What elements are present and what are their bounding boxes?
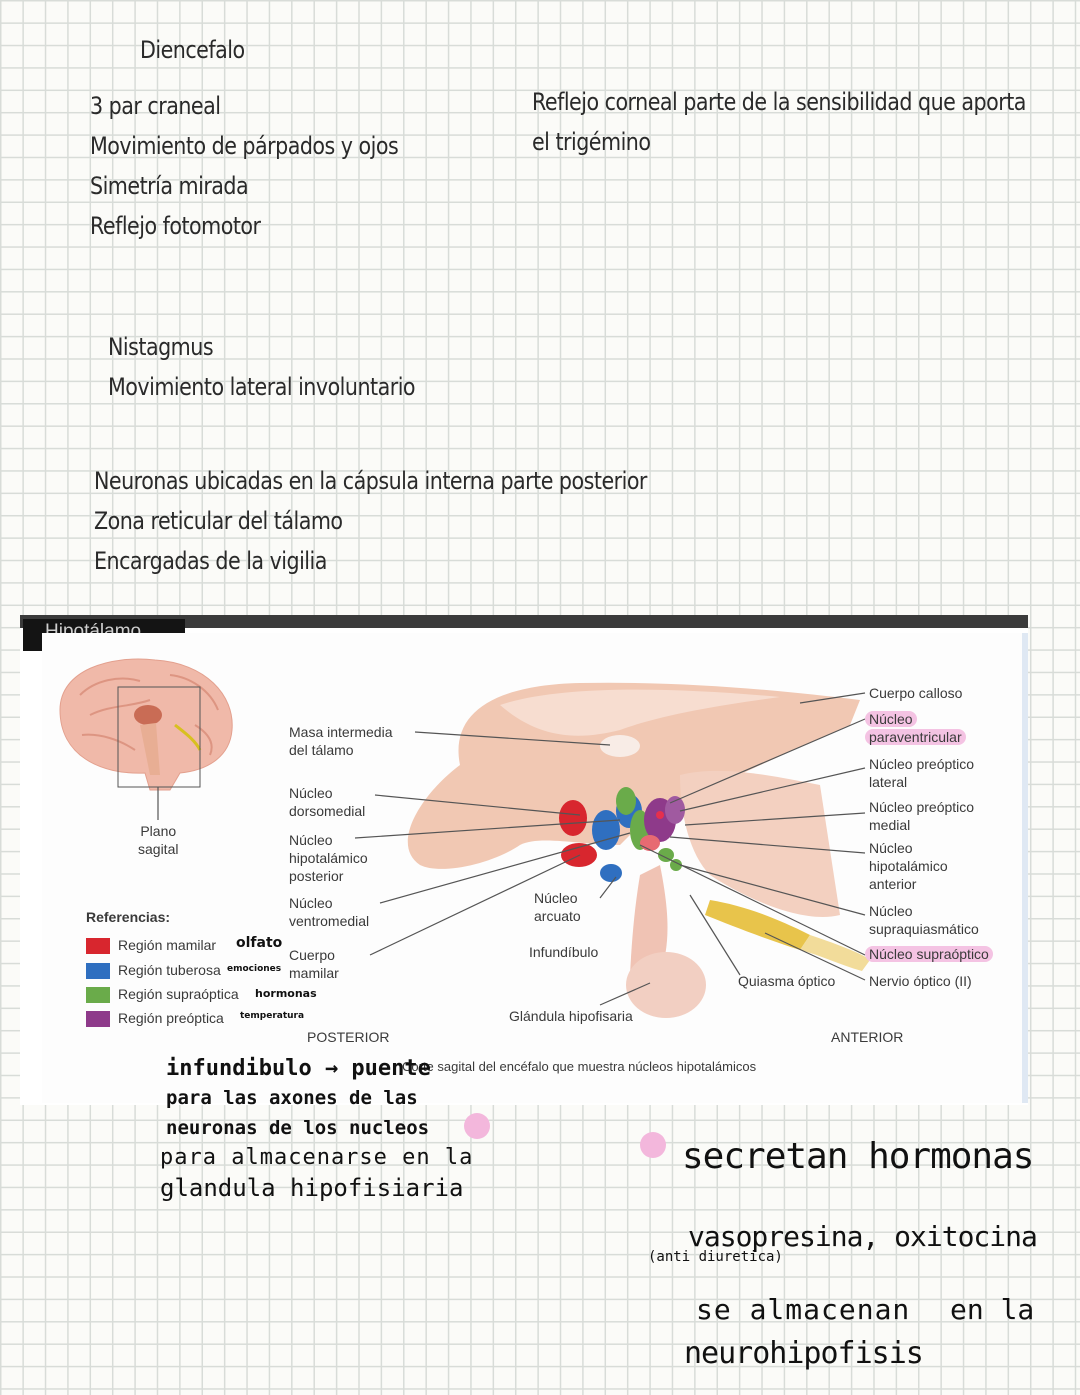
hand-note-antidiuretica: (anti diuretica) [648,1249,783,1265]
legend-title: Referencias: [86,909,171,925]
note-line: Reflejo corneal parte de la sensibilidad… [532,88,1026,116]
legend-note-temperatura: temperatura [240,1011,305,1021]
legend-item-supraoptica: Región supraóptica [86,984,239,1004]
note-line: Reflejo fotomotor [90,212,261,240]
label-nucleo-arcuato: Núcleo arcuato [534,890,581,924]
hand-note-axones: para las axones de las neuronas de los n… [160,1083,473,1203]
main-section [407,682,870,1018]
pink-bullet-right [640,1132,666,1158]
note-line: Nistagmus [108,333,214,361]
note-line: el trigémino [532,128,651,156]
note-line: 3 par craneal [90,92,221,120]
label-glandula: Glándula hipofisaria [509,1008,633,1024]
label-cuerpo-calloso: Cuerpo calloso [869,685,963,701]
hand-line: infundibulo → puente [166,1056,431,1081]
legend-note-emociones: emociones [227,964,282,974]
note-line: Simetría mirada [90,172,249,200]
note-block-neuronas: Neuronas ubicadas en la cápsula interna … [94,461,647,581]
brain-thumbnail [59,658,233,820]
hand-note-infundibulo: infundibulo → puente [166,1053,431,1085]
label-nervio-optico: Nervio óptico (II) [869,973,972,989]
legend-swatch [86,938,110,955]
figure-caption: Corte sagital del encéfalo que muestra n… [402,1059,757,1074]
note-line: Zona reticular del tálamo [94,507,343,535]
label-infundibulo: Infundíbulo [529,944,599,960]
legend-item-mamilar: Región mamilar [86,935,216,955]
note-block-cranial: 3 par craneal Movimiento de párpados y o… [90,86,399,246]
label-supraoptico: Núcleo supraóptico [865,945,993,963]
plano-sagital-label: Plano sagital [138,823,179,857]
pink-bullet-left [464,1113,490,1139]
label-masa-intermedia: Masa intermedia del tálamo [289,724,393,758]
legend-swatch [86,1011,110,1028]
figure-top-bar [20,615,1028,628]
hand-note-almacenan: se almacenan [696,1293,911,1326]
hand-line: para las axones de las [166,1087,418,1109]
note-line: Movimiento de párpados y ojos [90,132,399,160]
hand-line: para almacenarse en la [160,1145,474,1170]
label-supraquiasmatico: Núcleo supraquiasmático [869,903,979,937]
note-line: Encargadas de la vigilia [94,547,327,575]
legend-note-olfato: olfato [236,935,283,951]
label-anterior: ANTERIOR [831,1029,904,1045]
hand-line: glandula hipofisiaria [160,1174,464,1202]
hand-line: neuronas de los nucleos [166,1117,430,1139]
legend-item-preoptica: Región preóptica [86,1008,224,1028]
note-title: Diencefalo [140,36,245,64]
note-block-nistagmus: Nistagmus Movimiento lateral involuntari… [108,327,416,407]
label-nucleo-dorsomedial: Núcleo dorsomedial [289,785,366,819]
hand-note-neurohipofisis: neurohipofisis [684,1336,924,1371]
label-nucleo-ventromedial: Núcleo ventromedial [289,895,370,929]
hypothalamus-figure: Hipotálamo [20,615,1028,1105]
label-quiasma: Quiasma óptico [738,973,836,989]
leader-lines [354,692,866,1006]
legend-swatch [86,963,110,980]
label-preoptico-lateral: Núcleo preóptico lateral [869,756,975,790]
legend-note-hormonas: hormonas [255,987,317,1000]
label-posterior: POSTERIOR [307,1029,390,1045]
note-line: Movimiento lateral involuntario [108,373,416,401]
label-hipotalamico-anterior: Núcleo hipotalámico anterior [869,840,948,892]
hypothalamus-illustration [59,658,870,1018]
note-block-corneal: Reflejo corneal parte de la sensibilidad… [532,82,1026,162]
hand-note-hormonas-list: vasopresina, oxitocina [688,1220,1038,1253]
legend-item-tuberosa: Región tuberosa [86,960,221,980]
label-paraventricular: Núcleo paraventricular [865,710,966,746]
label-nucleo-posterior: Núcleo hipotalámico posterior [289,832,368,884]
hand-note-en-la: en la [950,1293,1035,1326]
hand-note-secretan: secretan hormonas [682,1136,1034,1177]
label-cuerpo-mamilar: Cuerpo mamilar [289,947,339,981]
legend-swatch [86,987,110,1004]
note-line: Neuronas ubicadas en la cápsula interna … [94,467,647,495]
label-preoptico-medial: Núcleo preóptico medial [869,799,975,833]
